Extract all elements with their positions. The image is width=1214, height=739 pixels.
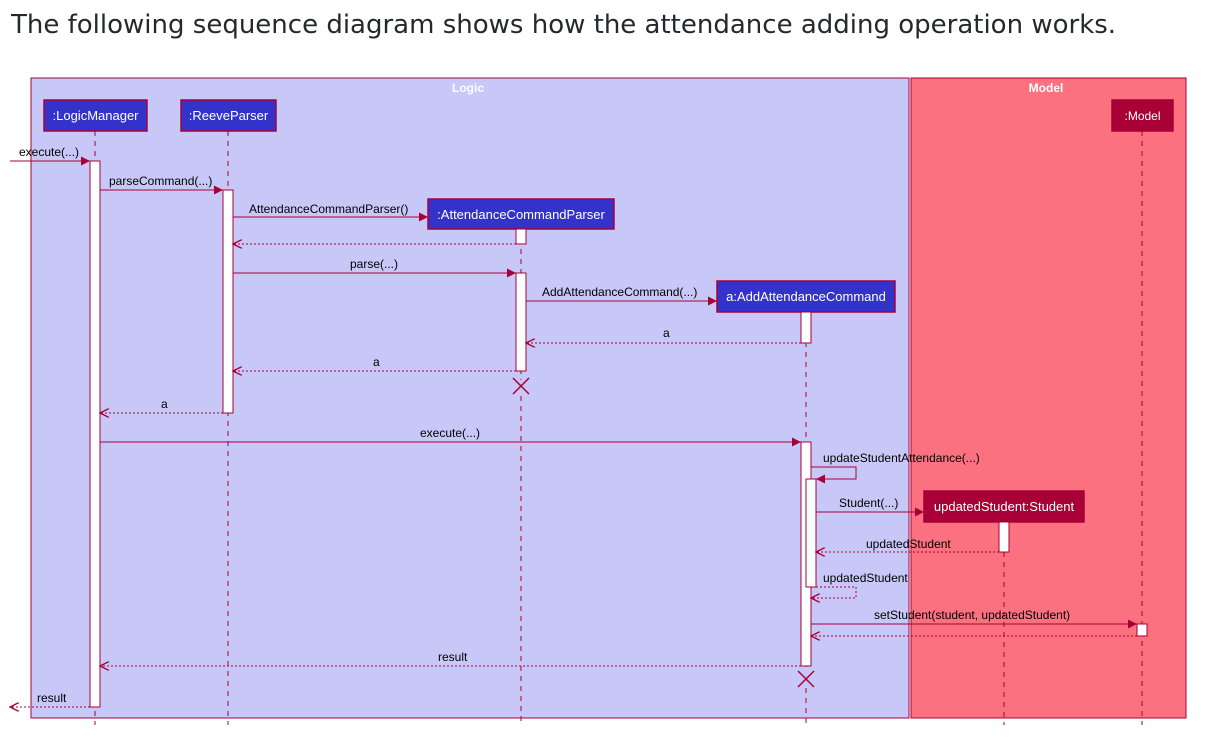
participant-model-label: :Model [1124, 109, 1160, 123]
page-caption: The following sequence diagram shows how… [11, 10, 1117, 40]
activation-add-attendance-command-nested [805, 478, 817, 588]
participant-model: :Model [1111, 99, 1174, 132]
label-update-student-attendance: updateStudentAttendance(...) [823, 451, 980, 465]
participant-attendance-command-parser: :AttendanceCommandParser [427, 198, 615, 230]
activation-attendance-command-parser-parse [515, 272, 527, 372]
participant-updated-student: updatedStudent:Student [923, 490, 1085, 523]
label-return-updated-student: updatedStudent [866, 537, 951, 551]
model-box-area [910, 77, 1187, 719]
activation-logic-manager [89, 160, 101, 708]
participant-reeve-parser-label: :ReeveParser [189, 108, 269, 123]
label-set-student: setStudent(student, updatedStudent) [874, 608, 1070, 622]
activation-model [1136, 623, 1148, 637]
label-self-return-updated-student: updatedStudent [823, 571, 908, 585]
label-parse-command: parseCommand(...) [109, 174, 212, 188]
destroy-marker-add-attendance-command [797, 670, 815, 688]
label-return-result-command: result [438, 650, 468, 664]
label-return-a-command: a [663, 326, 670, 340]
label-return-result-out: result [37, 691, 67, 705]
label-execute-in: execute(...) [19, 145, 79, 159]
participant-reeve-parser: :ReeveParser [180, 99, 277, 132]
activation-add-attendance-command-create [800, 311, 812, 344]
activation-attendance-command-parser-create [515, 228, 527, 245]
participant-add-attendance-command-label: a:AddAttendanceCommand [726, 289, 886, 304]
label-create-student: Student(...) [839, 496, 898, 510]
label-return-a-parser: a [373, 355, 380, 369]
destroy-marker-attendance-command-parser [512, 377, 530, 395]
label-execute-command: execute(...) [420, 426, 480, 440]
participant-logic-manager-box [43, 99, 148, 132]
label-create-parser: AttendanceCommandParser() [249, 202, 408, 216]
label-parse: parse(...) [350, 257, 398, 271]
logic-box-title: Logic [452, 81, 484, 95]
participant-logic-manager: :LogicManager [43, 99, 148, 132]
logic-box-area [30, 77, 910, 719]
participant-logic-manager-label: :LogicManager [53, 108, 140, 123]
label-return-a-reeve: a [161, 397, 168, 411]
arrow-update-student-attendance [811, 466, 857, 484]
model-box-title: Model [1029, 81, 1064, 95]
logic-box: Logic [30, 77, 910, 719]
sequence-diagram: Logic Model :LogicManager :ReeveParser :… [0, 77, 1187, 725]
participant-updated-student-label: updatedStudent:Student [934, 499, 1075, 514]
participant-add-attendance-command: a:AddAttendanceCommand [716, 280, 896, 313]
model-box: Model [910, 77, 1187, 719]
participant-model-box [1111, 99, 1174, 132]
arrow-self-return-updated-student [811, 586, 857, 598]
participant-reeve-parser-box [180, 99, 277, 132]
participant-attendance-command-parser-label: :AttendanceCommandParser [437, 207, 605, 222]
activation-updated-student [998, 521, 1010, 553]
activation-reeve-parser [222, 189, 234, 414]
label-create-command: AddAttendanceCommand(...) [542, 285, 697, 299]
